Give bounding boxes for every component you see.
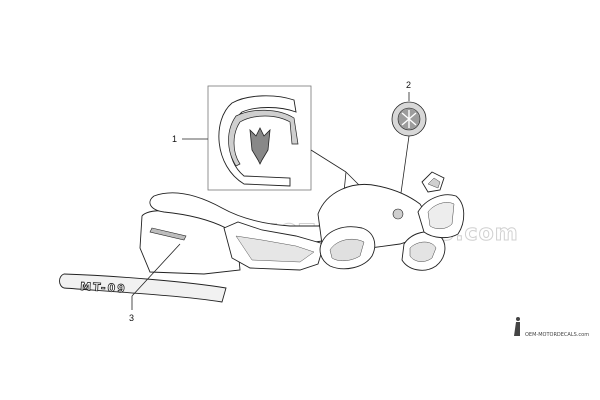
part-1-ref-line-a: [310, 149, 347, 173]
callout-1: 1: [172, 134, 177, 144]
part-1-arc-stripe: [228, 109, 299, 167]
callout-2: 2: [406, 80, 411, 90]
badge-text: MT-09: [80, 280, 127, 295]
motorcycle-bodywork: [139, 171, 465, 275]
badge-plate: [59, 273, 227, 303]
small-vent-shade: [427, 177, 441, 189]
tuning-fork-icon: [401, 110, 417, 128]
footer-figure-head: [516, 317, 520, 321]
frame-shade: [235, 235, 315, 263]
part-2-ref-line: [399, 135, 410, 201]
callout-3: 3: [129, 313, 134, 323]
tank-emblem-mark: [392, 208, 404, 220]
scoop-shade: [427, 202, 455, 229]
part-3-mt09-badge: MT-09 3: [59, 243, 227, 323]
radiator-cover-shade: [409, 241, 437, 262]
footer-logo: [514, 317, 520, 336]
part-1-frame: [207, 85, 312, 191]
part-1-logo-decal-box: 1: [172, 85, 367, 233]
part-2-round-emblem: 2: [391, 80, 427, 201]
tank-side-shade: [329, 239, 365, 261]
mt-logo-shape: [249, 127, 271, 165]
rear-cowl-stripe: [149, 227, 187, 241]
part-3-ref-line: [131, 243, 181, 297]
footer-text: OEM-MOTORDECALS.com: [525, 332, 590, 338]
footer-figure-icon: [514, 322, 520, 336]
